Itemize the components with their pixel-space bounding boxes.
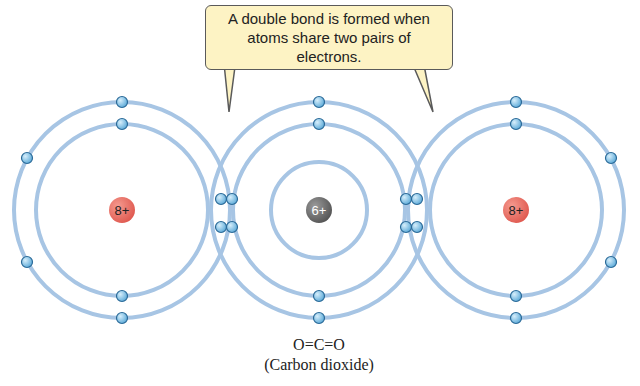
carbon-nucleus: 6+: [306, 197, 332, 223]
charge-label: 8+: [509, 203, 524, 218]
electron: [216, 222, 227, 233]
callout-text: A double bond is formed when atoms share…: [216, 9, 442, 66]
electron: [511, 97, 522, 108]
electron: [117, 119, 128, 130]
electron: [117, 291, 128, 302]
electron: [314, 119, 325, 130]
callout-box: A double bond is formed when atoms share…: [205, 5, 453, 70]
electron: [412, 222, 423, 233]
caption: (Carbon dioxide): [264, 356, 374, 374]
electrons: [22, 97, 617, 324]
electron: [606, 257, 617, 268]
electron: [511, 313, 522, 324]
charge-label: 6+: [312, 203, 327, 218]
electron: [314, 313, 325, 324]
electron: [117, 97, 128, 108]
electron: [117, 313, 128, 324]
electron: [22, 257, 33, 268]
electron-shells: [14, 102, 624, 318]
electron: [227, 222, 238, 233]
electron: [227, 194, 238, 205]
electron: [412, 194, 423, 205]
electron: [314, 291, 325, 302]
electron: [314, 97, 325, 108]
electron: [606, 153, 617, 164]
oxygen-nucleus: 8+: [109, 197, 135, 223]
chemical-formula: O=C=O: [293, 336, 345, 354]
charge-label: 8+: [115, 203, 130, 218]
electron: [401, 222, 412, 233]
electron: [216, 194, 227, 205]
electron: [22, 153, 33, 164]
oxygen-nucleus: 8+: [503, 197, 529, 223]
electron: [511, 119, 522, 130]
electron: [511, 291, 522, 302]
electron: [401, 194, 412, 205]
